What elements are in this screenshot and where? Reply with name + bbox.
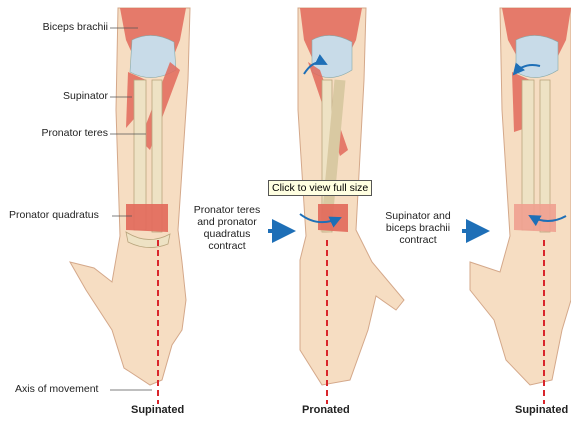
label-pronator-teres: Pronator teres	[41, 127, 108, 139]
elbow-cartilage	[516, 35, 558, 77]
step-1-line: quadratus	[186, 228, 268, 240]
step-1-line: and pronator	[186, 216, 268, 228]
label-supinator: Supinator	[63, 90, 108, 102]
step-2-description: Supinator and biceps brachii contract	[376, 210, 460, 246]
label-axis-of-movement: Axis of movement	[15, 383, 98, 395]
step-1-line: Pronator teres	[186, 204, 268, 216]
step-2-line: biceps brachii	[376, 222, 460, 234]
step-2-line: contract	[376, 234, 460, 246]
label-biceps-brachii: Biceps brachii	[43, 21, 108, 33]
caption-supinated-right: Supinated	[515, 404, 568, 416]
step-1-line: contract	[186, 240, 268, 252]
pronator-quadratus-muscle	[126, 204, 168, 232]
forearm-supinated-left	[70, 8, 190, 385]
caption-pronated: Pronated	[302, 404, 350, 416]
forearm-pronated-middle	[298, 8, 404, 385]
forearm-supinated-right	[470, 8, 571, 385]
view-full-size-tooltip[interactable]: Click to view full size	[268, 180, 372, 196]
caption-supinated-left: Supinated	[131, 404, 184, 416]
label-pronator-quadratus: Pronator quadratus	[9, 209, 99, 221]
step-1-description: Pronator teres and pronator quadratus co…	[186, 204, 268, 252]
pronator-quadratus-muscle	[318, 204, 348, 232]
step-2-line: Supinator and	[376, 210, 460, 222]
